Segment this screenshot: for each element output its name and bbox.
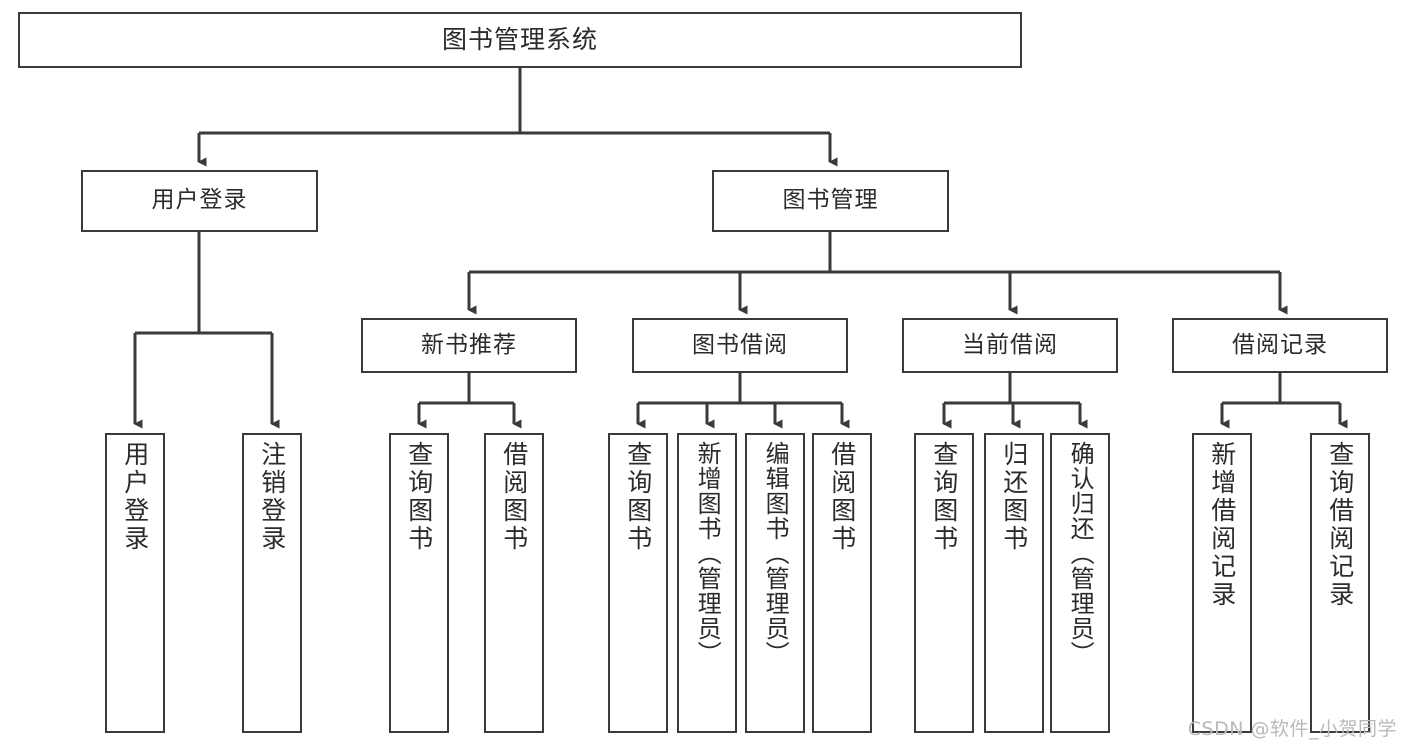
node-label: 借阅图书	[827, 441, 857, 553]
leaf-query-book-borrow[interactable]: 查询图书	[608, 433, 668, 733]
node-book-borrow[interactable]: 图书借阅	[632, 318, 848, 373]
leaf-query-borrow-record[interactable]: 查询借阅记录	[1310, 433, 1370, 733]
node-label: 查询图书	[623, 441, 653, 553]
leaf-add-borrow-record[interactable]: 新增借阅记录	[1192, 433, 1252, 733]
leaf-user-login[interactable]: 用户登录	[105, 433, 165, 733]
leaf-borrow-book-newbook[interactable]: 借阅图书	[484, 433, 544, 733]
node-label: 用户登录	[151, 187, 248, 214]
node-label: 归还图书	[999, 441, 1029, 553]
node-current-borrow[interactable]: 当前借阅	[902, 318, 1118, 373]
leaf-return-book[interactable]: 归还图书	[984, 433, 1044, 733]
node-label: 查询图书	[929, 441, 959, 553]
leaf-borrow-book[interactable]: 借阅图书	[812, 433, 872, 733]
node-label: 查询借阅记录	[1325, 441, 1355, 609]
node-book-management[interactable]: 图书管理	[712, 170, 949, 232]
node-label: 新书推荐	[421, 331, 517, 358]
node-label: 查询图书	[404, 441, 434, 553]
leaf-confirm-return-admin[interactable]: 确认归还（管理员）	[1050, 433, 1110, 733]
node-label: 借阅记录	[1232, 331, 1328, 358]
node-label: 用户登录	[120, 441, 150, 553]
node-label: 新增图书（管理员）	[693, 441, 722, 666]
node-label: 图书管理	[782, 187, 879, 214]
leaf-query-book-current[interactable]: 查询图书	[914, 433, 974, 733]
node-label: 图书借阅	[692, 331, 788, 358]
node-label: 注销登录	[257, 441, 287, 553]
node-root-system[interactable]: 图书管理系统	[18, 12, 1022, 68]
leaf-logout[interactable]: 注销登录	[242, 433, 302, 733]
node-label: 确认归还（管理员）	[1066, 441, 1095, 666]
node-label: 当前借阅	[962, 331, 1058, 358]
watermark: CSDN @软件_小贺同学	[1187, 718, 1397, 740]
leaf-add-book-admin[interactable]: 新增图书（管理员）	[677, 433, 737, 733]
node-borrow-records[interactable]: 借阅记录	[1172, 318, 1388, 373]
node-label: 图书管理系统	[441, 25, 598, 55]
leaf-edit-book-admin[interactable]: 编辑图书（管理员）	[745, 433, 805, 733]
node-new-book-recommend[interactable]: 新书推荐	[361, 318, 577, 373]
node-user-login[interactable]: 用户登录	[81, 170, 318, 232]
node-label: 编辑图书（管理员）	[761, 441, 790, 666]
node-label: 借阅图书	[499, 441, 529, 553]
node-label: 新增借阅记录	[1207, 441, 1237, 609]
leaf-query-book-newbook[interactable]: 查询图书	[389, 433, 449, 733]
